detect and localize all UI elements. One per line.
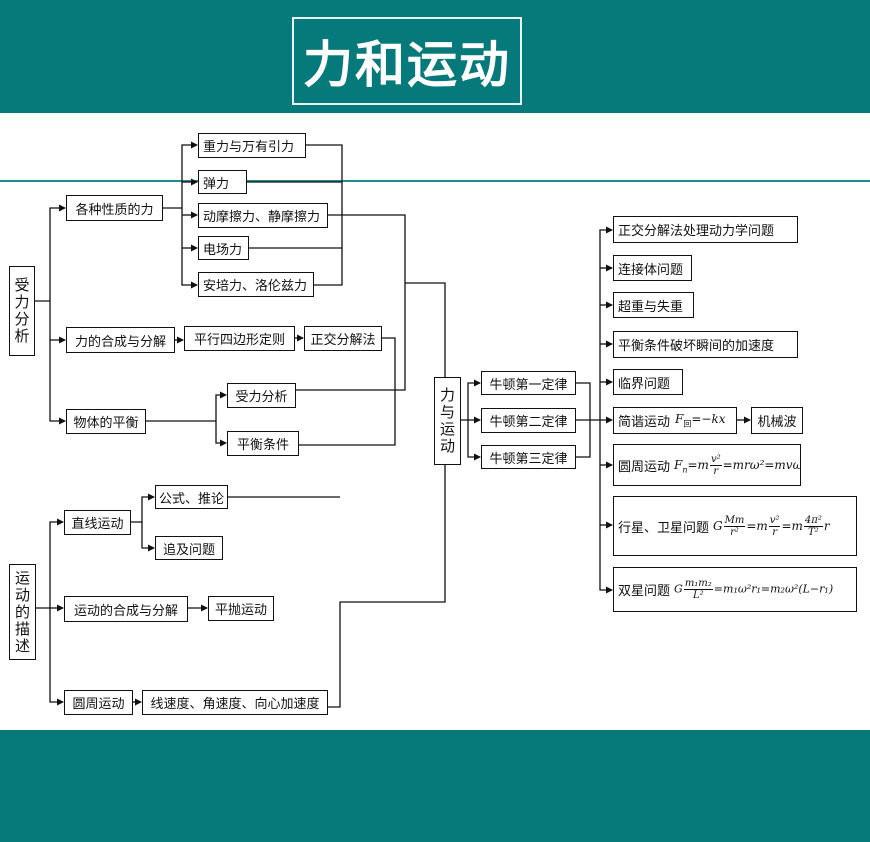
binary-label: 双星问题 [618,584,671,599]
node-orthogonal-dynamics: 正交分解法处理动力学问题 [613,216,798,243]
page-title: 力和运动 [292,17,522,105]
node-parallelogram-rule: 平行四边形定则 [184,326,295,351]
planet-label: 行星、卫星问题 [618,520,710,536]
circular-formula-tail: =mrω²=mvω [722,457,801,472]
shm-formula-rhs: =−kx [691,411,726,426]
footer-band [0,730,870,842]
node-newton-second-law: 牛顿第二定律 [481,408,576,433]
circular-formula-eq: =m [687,457,709,472]
planet-fraction-3-den: T² [808,526,819,538]
circular-formula-lhs: F [674,457,683,472]
node-critical-problem: 临界问题 [613,369,683,395]
shm-label: 简谐运动 [618,415,671,430]
node-magnetic-force: 安培力、洛伦兹力 [198,272,314,297]
node-circular-motion: 圆周运动 [64,690,133,715]
shm-formula-sub: 回 [683,419,692,429]
binary-fraction-den: L² [692,590,704,601]
node-linear-motion: 直线运动 [64,510,131,535]
binary-fraction-num: m₁m₂ [683,578,713,590]
planet-fraction-3-num: 4π² [803,514,823,527]
node-elastic-force: 弹力 [198,170,247,194]
circular-label: 圆周运动 [618,459,671,475]
node-equilibrium-break: 平衡条件破坏瞬间的加速度 [613,331,798,358]
planet-fraction-2-num: v² [768,514,781,527]
node-force-composition: 力的合成与分解 [66,327,175,353]
node-projectile-motion: 平抛运动 [208,596,274,621]
planet-fraction-2-den: r [772,526,777,538]
binary-formula-g: G [674,582,683,596]
node-equilibrium-condition: 平衡条件 [227,431,299,456]
shm-formula: F回=−kx [675,412,725,429]
accent-divider [0,180,870,182]
node-friction: 动摩擦力、静摩擦力 [198,203,328,228]
circular-formula-sub: n [682,464,688,474]
circular-fraction-num: v² [709,453,722,466]
planet-formula-tail: r [823,518,830,533]
node-newton-third-law: 牛顿第三定律 [481,445,576,469]
planet-formula-eq2: =m [781,518,803,533]
node-newton-first-law: 牛顿第一定律 [481,371,576,395]
binary-formula-tail: =m₁ω²r₁=m₂ω²(L−r₁) [713,582,834,596]
node-formulas: 公式、推论 [155,485,228,509]
node-overweight-weightlessness: 超重与失重 [613,292,694,318]
node-motion-composition: 运动的合成与分解 [64,596,188,622]
node-electric-force: 电场力 [198,236,249,260]
node-circular-quantities: 线速度、角速度、向心加速度 [142,690,328,715]
node-force-analysis: 受力分析 [9,266,35,356]
node-connected-bodies: 连接体问题 [613,255,692,281]
node-mechanical-wave: 机械波 [751,407,803,434]
circular-fraction-den: r [713,465,719,477]
node-gravity: 重力与万有引力 [198,133,306,158]
planet-formula-eq1: =m [746,518,768,533]
planet-fraction-1-num: Mm [723,514,746,527]
node-orthogonal-decomposition: 正交分解法 [304,326,382,351]
node-force-analysis-step: 受力分析 [227,383,296,408]
node-motion-description: 运动的描述 [9,564,36,660]
planet-formula-g: G [713,518,723,533]
node-force-kinds: 各种性质的力 [66,195,163,221]
node-simple-harmonic: 简谐运动 F回=−kx [613,407,737,434]
shm-formula-lhs: F [675,411,684,426]
node-pursuit-problem: 追及问题 [155,536,223,560]
node-force-and-motion: 力与运动 [434,377,461,465]
planet-fraction-1-den: r² [730,526,739,538]
node-equilibrium: 物体的平衡 [66,409,146,434]
